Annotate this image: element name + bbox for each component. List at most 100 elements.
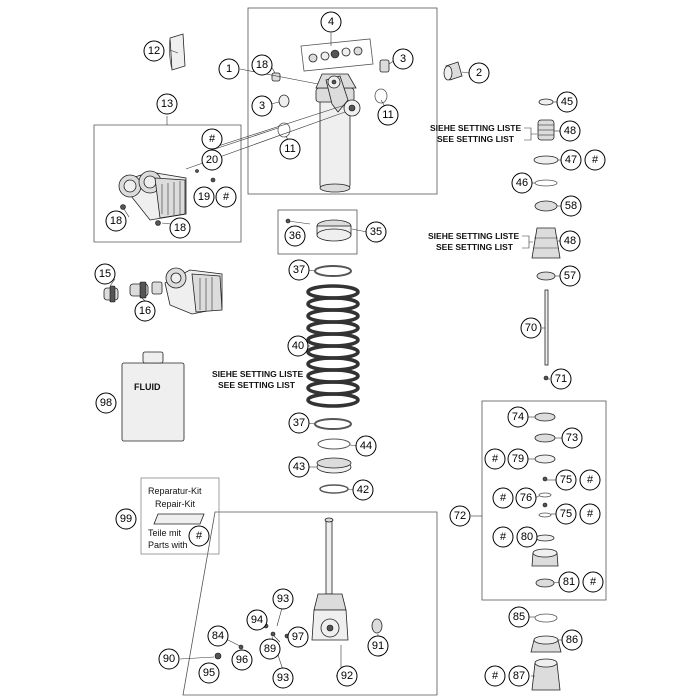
svg-text:#: # — [492, 453, 499, 465]
callout-1: 1 — [218, 58, 240, 80]
svg-text:57: 57 — [564, 270, 576, 282]
callout-79: 79 — [507, 448, 529, 470]
callout-91: 91 — [367, 635, 389, 657]
svg-text:#: # — [500, 531, 507, 543]
svg-text:70: 70 — [525, 322, 537, 334]
callout-40: 40 — [287, 335, 309, 357]
hash-callout-11: # — [188, 525, 210, 547]
callout-89: 89 — [259, 638, 281, 660]
callout-45: 45 — [556, 91, 578, 113]
svg-text:85: 85 — [513, 611, 525, 623]
frame-top-cap — [277, 209, 358, 255]
callout-71: 71 — [550, 368, 572, 390]
callout-84: 84 — [207, 625, 229, 647]
callout-96: 96 — [231, 649, 253, 671]
svg-text:18: 18 — [174, 222, 186, 234]
right-column-parts — [531, 98, 561, 381]
callout-98: 98 — [95, 392, 117, 414]
callout-94: 94 — [246, 609, 268, 631]
callout-80: 80 — [516, 526, 538, 548]
callout-75a: 75 — [555, 469, 577, 491]
svg-text:11: 11 — [382, 109, 393, 121]
svg-text:74: 74 — [512, 411, 524, 423]
callout-11b: 11 — [279, 138, 301, 160]
svg-text:19: 19 — [198, 191, 210, 203]
hash-callout-10: # — [484, 665, 506, 687]
callout-87: 87 — [508, 665, 530, 687]
svg-text:4: 4 — [328, 16, 334, 28]
hash-callout-8: # — [492, 526, 514, 548]
callout-95: 95 — [198, 662, 220, 684]
hash-callout-2: # — [215, 186, 237, 208]
svg-text:47: 47 — [565, 154, 577, 166]
callout-18a: 18 — [251, 54, 273, 76]
svg-text:#: # — [587, 508, 594, 520]
svg-text:76: 76 — [520, 492, 532, 504]
callout-85: 85 — [508, 606, 530, 628]
svg-text:18: 18 — [110, 215, 122, 227]
callout-15: 15 — [94, 263, 116, 285]
svg-text:87: 87 — [513, 670, 525, 682]
callout-44: 44 — [355, 435, 377, 457]
note-setting-en-3: SEE SETTING LIST — [218, 380, 296, 390]
repair-kit-line1: Reparatur-Kit — [148, 486, 202, 496]
svg-text:13: 13 — [161, 98, 173, 110]
svg-text:#: # — [592, 154, 599, 166]
callout-37b: 37 — [288, 412, 310, 434]
callout-73: 73 — [561, 427, 583, 449]
svg-text:#: # — [590, 576, 597, 588]
frame-reservoir — [93, 124, 242, 243]
svg-text:96: 96 — [236, 654, 248, 666]
note-setting-en-1: SEE SETTING LIST — [437, 134, 515, 144]
repair-kit-line2: Repair-Kit — [155, 499, 196, 509]
callout-37a: 37 — [288, 259, 310, 281]
callout-97: 97 — [287, 626, 309, 648]
fluid-label: FLUID — [134, 382, 161, 392]
svg-text:75: 75 — [560, 508, 572, 520]
callout-20: 20 — [201, 149, 223, 171]
note-setting-de-2: SIEHE SETTING LISTE — [428, 231, 519, 241]
svg-text:45: 45 — [561, 96, 573, 108]
hash-callout-4: # — [484, 448, 506, 470]
spring — [306, 265, 360, 494]
callout-48b: 48 — [559, 230, 581, 252]
svg-text:37: 37 — [293, 264, 305, 276]
svg-text:75: 75 — [560, 474, 572, 486]
svg-text:86: 86 — [566, 634, 578, 646]
svg-text:#: # — [209, 133, 216, 145]
frame-main-damper — [247, 7, 438, 195]
callout-58: 58 — [560, 195, 582, 217]
callout-81: 81 — [558, 571, 580, 593]
svg-text:#: # — [223, 191, 230, 203]
frame-valve-stack — [481, 400, 607, 601]
svg-text:48: 48 — [564, 125, 576, 137]
callout-93a: 93 — [272, 588, 294, 610]
svg-text:94: 94 — [251, 614, 263, 626]
callout-46: 46 — [511, 172, 533, 194]
svg-text:93: 93 — [277, 672, 289, 684]
svg-text:58: 58 — [565, 200, 577, 212]
svg-text:81: 81 — [563, 576, 575, 588]
svg-text:73: 73 — [566, 432, 578, 444]
svg-text:20: 20 — [206, 154, 218, 166]
note-setting-en-2: SEE SETTING LIST — [436, 242, 514, 252]
hash-callout-3: # — [584, 149, 606, 171]
callout-19: 19 — [193, 186, 215, 208]
callout-76: 76 — [515, 487, 537, 509]
callout-2: 2 — [468, 62, 490, 84]
svg-text:#: # — [492, 670, 499, 682]
svg-text:71: 71 — [555, 373, 567, 385]
svg-text:35: 35 — [370, 226, 382, 238]
svg-text:42: 42 — [357, 484, 369, 496]
piston-rod — [214, 517, 383, 676]
callout-13: 13 — [156, 93, 178, 115]
callout-4: 4 — [320, 11, 342, 33]
callout-57: 57 — [559, 265, 581, 287]
svg-text:15: 15 — [99, 268, 111, 280]
callout-43: 43 — [288, 456, 310, 478]
reservoir-loose-parts — [103, 267, 223, 315]
svg-text:97: 97 — [292, 631, 304, 643]
callout-70: 70 — [520, 317, 542, 339]
callout-18c: 18 — [169, 217, 191, 239]
